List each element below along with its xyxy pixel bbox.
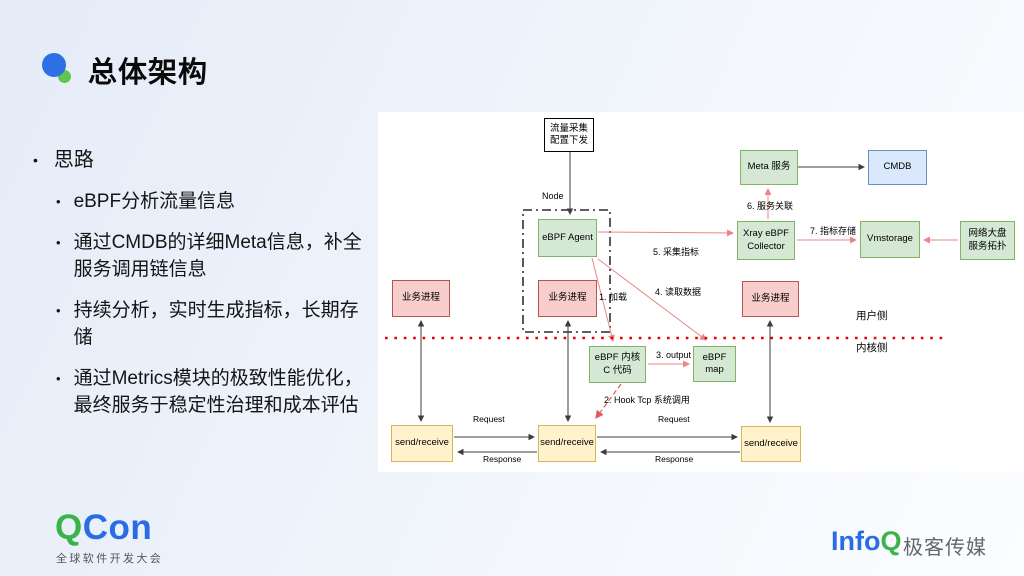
ebpf-kernel-code-node: eBPF 内核 C 代码 — [589, 346, 646, 383]
response-label-1: Response — [483, 454, 522, 464]
bullet-item-text: 通过Metrics模块的极致性能优化，最终服务于稳定性治理和成本评估 — [73, 368, 363, 416]
business-process-node-2: 业务进程 — [538, 280, 597, 317]
response-label-2: Response — [655, 454, 694, 464]
qcon-subtitle: 全球软件开发大会 — [56, 553, 164, 565]
kernel-side-label: 内核侧 — [856, 342, 888, 354]
blue-dot-icon — [42, 53, 66, 77]
infoq-logo-q: Q — [880, 526, 902, 556]
infoq-logo: InfoQ — [831, 526, 902, 557]
edge-label-step2: 2. Hook Tcp 系统调用 — [604, 395, 690, 405]
xray-collector-node: Xray eBPF Collector — [737, 221, 795, 260]
page-title: 总体架构 — [88, 57, 209, 89]
network-dashboard-node: 网络大盘 服务拓扑 — [960, 221, 1015, 260]
bullet-heading: 思路 — [33, 146, 379, 174]
bullet-item-text: eBPF分析流量信息 — [73, 191, 236, 212]
send-receive-node-1: send/receive — [391, 425, 453, 462]
qcon-logo-con: Con — [82, 508, 153, 547]
infoq-logo-info: Info — [831, 526, 881, 556]
edge-label-step5: 5. 采集指标 — [653, 247, 700, 257]
config-delivery-node: 流量采集 配置下发 — [544, 118, 594, 152]
cmdb-node: CMDB — [868, 150, 927, 185]
meta-service-node: Meta 服务 — [740, 150, 798, 185]
ebpf-map-node: eBPF map — [693, 346, 736, 382]
business-process-node-3: 业务进程 — [742, 281, 799, 317]
user-side-label: 用户侧 — [856, 310, 888, 322]
bullet-heading-text: 思路 — [53, 149, 94, 171]
bullet-item-text: 持续分析，实时生成指标，长期存储 — [73, 300, 359, 348]
edge-label-step3: 3. output — [656, 350, 692, 360]
architecture-diagram: 流量采集 配置下发 Node eBPF Agent 业务进程 业务进程 业务进程… — [378, 112, 1024, 472]
vmstorage-node: Vmstorage — [860, 221, 920, 258]
business-process-node-1: 业务进程 — [392, 280, 450, 317]
request-label-1: Request — [473, 414, 505, 424]
edge-label-step1: 1. 加载 — [599, 292, 628, 302]
bullet-item: 通过Metrics模块的极致性能优化，最终服务于稳定性治理和成本评估 — [33, 365, 379, 419]
bullet-item: 通过CMDB的详细Meta信息，补全服务调用链信息 — [33, 229, 379, 283]
diagram-arrows — [385, 152, 958, 456]
ebpf-agent-node: eBPF Agent — [538, 219, 597, 257]
media-name: 极客传媒 — [903, 537, 987, 559]
send-receive-node-2: send/receive — [538, 425, 596, 462]
send-receive-node-3: send/receive — [741, 426, 801, 462]
edge-label-step4: 4. 读取数据 — [655, 287, 702, 297]
bullet-item-text: 通过CMDB的详细Meta信息，补全服务调用链信息 — [73, 232, 362, 280]
bullet-list: 思路 eBPF分析流量信息 通过CMDB的详细Meta信息，补全服务调用链信息 … — [33, 146, 379, 419]
bullet-item: 持续分析，实时生成指标，长期存储 — [33, 297, 379, 351]
bullet-item: eBPF分析流量信息 — [33, 188, 379, 215]
qcon-logo: QCon — [55, 508, 152, 548]
edge-label-step6: 6. 服务关联 — [747, 201, 794, 211]
edge-label-step7: 7. 指标存储 — [810, 226, 857, 236]
qcon-logo-q: Q — [55, 508, 83, 547]
request-label-2: Request — [658, 414, 690, 424]
node-boundary-label: Node — [542, 191, 564, 201]
